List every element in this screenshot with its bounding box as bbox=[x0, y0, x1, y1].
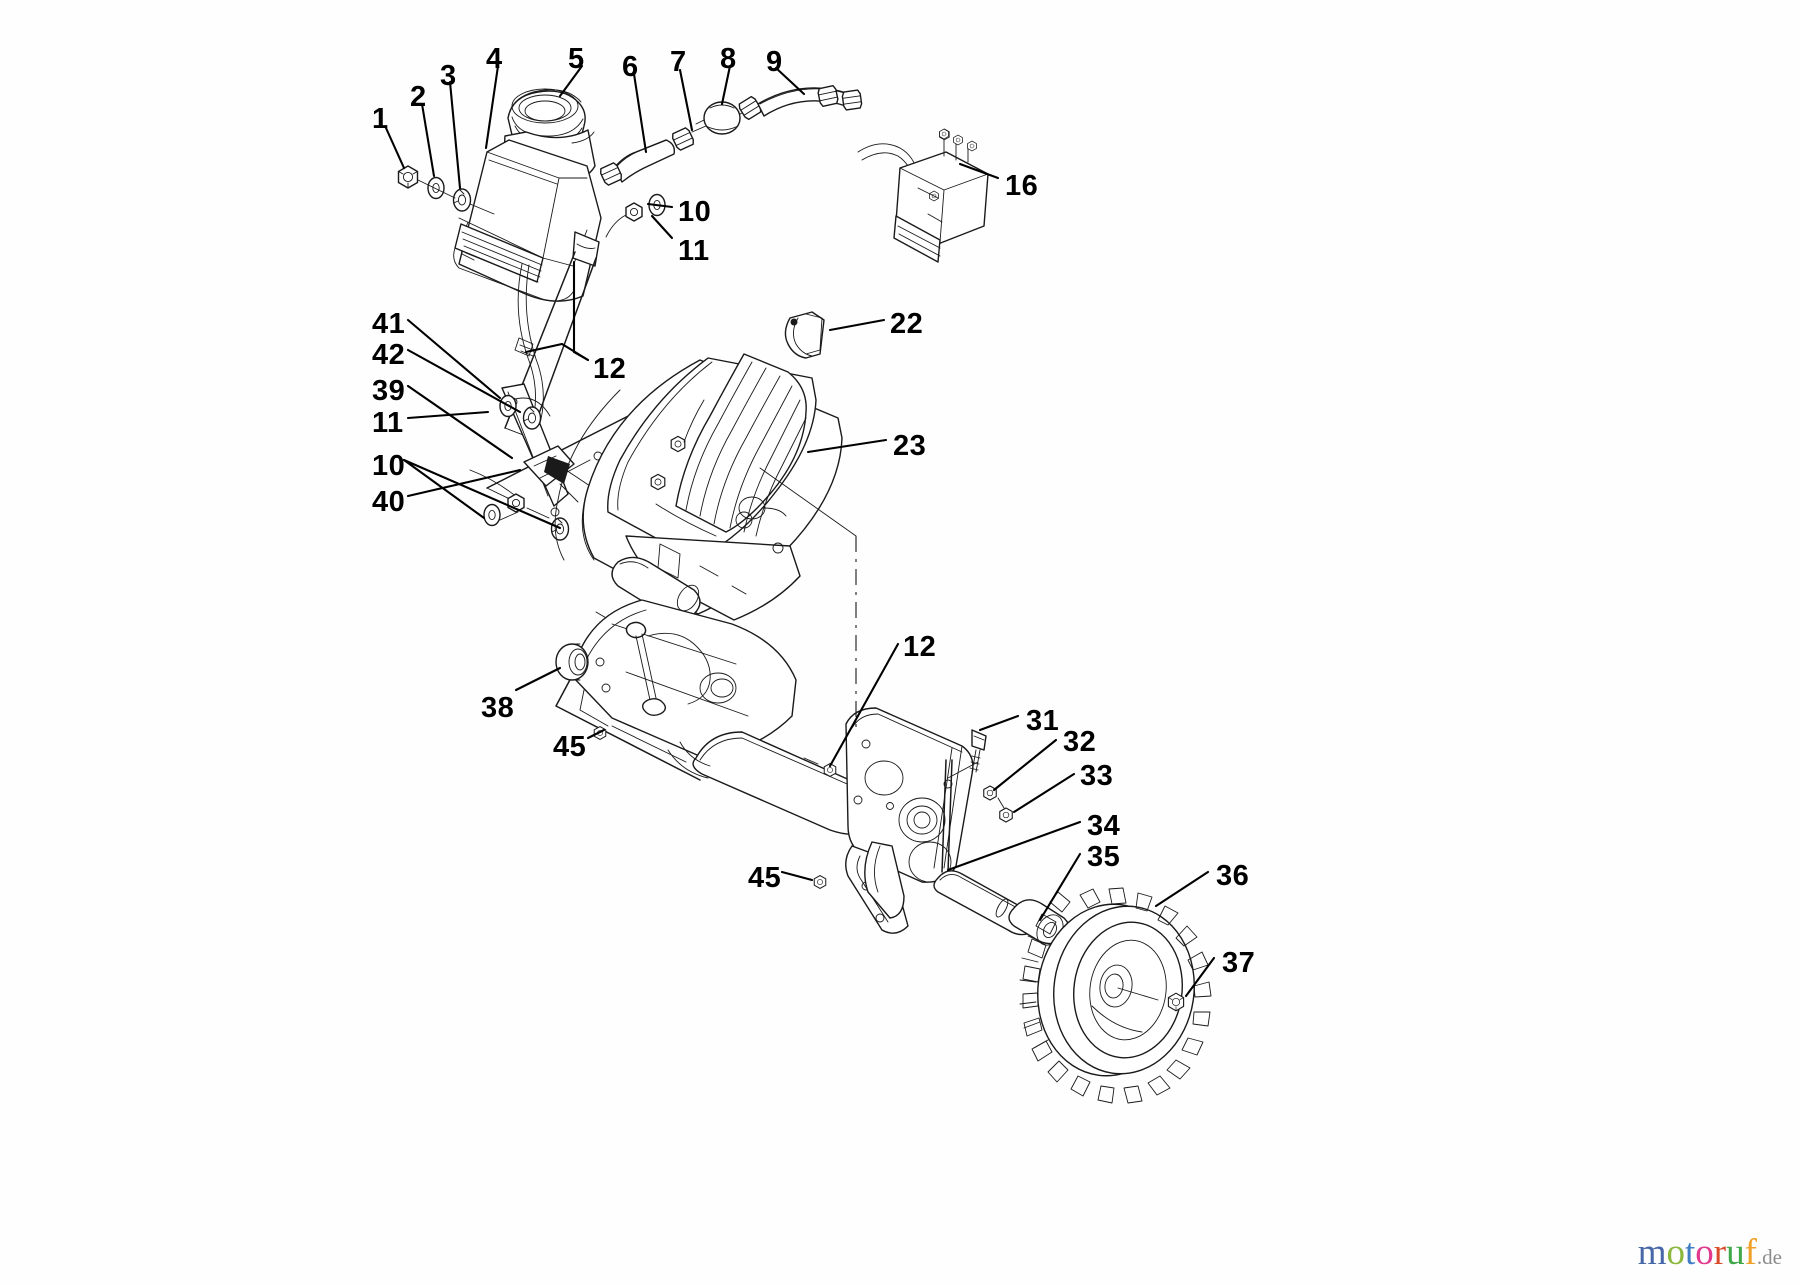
fuel-tank-group bbox=[453, 88, 602, 439]
leader-lines bbox=[384, 64, 1216, 998]
hardware-10-11-top bbox=[605, 193, 666, 238]
watermark-letter-f: f bbox=[1744, 1232, 1757, 1273]
callout-10-top: 10 bbox=[678, 196, 712, 228]
callout-39: 39 bbox=[372, 375, 406, 407]
watermark-letter-m: m bbox=[1637, 1232, 1667, 1273]
bushing-38 bbox=[555, 643, 589, 681]
callout-22: 22 bbox=[890, 308, 924, 340]
callout-45-left: 45 bbox=[553, 731, 587, 763]
callout-7: 7 bbox=[670, 46, 687, 78]
axle-and-spacer bbox=[933, 870, 1071, 946]
lower-frame-plate bbox=[555, 599, 883, 835]
callout-36: 36 bbox=[1216, 860, 1250, 892]
callout-35: 35 bbox=[1087, 841, 1121, 873]
watermark-letter-r: r bbox=[1713, 1232, 1727, 1273]
watermark-letter-o1: o bbox=[1666, 1232, 1685, 1273]
callout-2: 2 bbox=[410, 81, 427, 113]
callout-10-left: 10 bbox=[372, 450, 406, 482]
callout-12-upper: 12 bbox=[593, 353, 627, 385]
callout-45-lower: 45 bbox=[748, 862, 782, 894]
callout-33: 33 bbox=[1080, 760, 1114, 792]
watermark-letter-t: t bbox=[1684, 1232, 1696, 1273]
callout-5: 5 bbox=[568, 43, 585, 75]
watermark-letter-u: u bbox=[1726, 1232, 1745, 1273]
gearcase-plate-34 bbox=[845, 707, 974, 934]
clip-22 bbox=[784, 311, 825, 359]
callout-1: 1 bbox=[372, 103, 389, 135]
ignition-module-16 bbox=[857, 128, 989, 263]
callout-6: 6 bbox=[622, 51, 639, 83]
callout-11-left: 11 bbox=[372, 407, 404, 439]
callout-41: 41 bbox=[372, 308, 406, 340]
callout-11-top: 11 bbox=[678, 235, 710, 267]
callout-38: 38 bbox=[481, 692, 515, 724]
callout-3: 3 bbox=[440, 60, 457, 92]
callout-42: 42 bbox=[372, 339, 406, 371]
axle-hardware-31-33 bbox=[947, 729, 1013, 823]
callout-4: 4 bbox=[486, 43, 503, 75]
callout-9: 9 bbox=[766, 46, 783, 78]
sprocket-wheel-36 bbox=[1019, 887, 1212, 1104]
callout-12-lower: 12 bbox=[903, 631, 937, 663]
callout-23: 23 bbox=[893, 430, 927, 462]
watermark-suffix: .de bbox=[1756, 1245, 1782, 1269]
motoruf-watermark: motoruf.de bbox=[1638, 1234, 1782, 1271]
callout-31: 31 bbox=[1026, 705, 1060, 737]
callout-34: 34 bbox=[1087, 810, 1121, 842]
fastener-45-lower bbox=[813, 875, 827, 889]
tank-hardware-123 bbox=[397, 165, 495, 215]
callout-32: 32 bbox=[1063, 726, 1097, 758]
callout-37: 37 bbox=[1222, 947, 1256, 979]
callout-8: 8 bbox=[720, 43, 737, 75]
callout-40: 40 bbox=[372, 486, 406, 518]
watermark-letter-o2: o bbox=[1695, 1232, 1714, 1273]
callout-16: 16 bbox=[1005, 170, 1039, 202]
fastener-12-lower bbox=[803, 757, 837, 777]
engine-assembly-23 bbox=[554, 353, 843, 659]
